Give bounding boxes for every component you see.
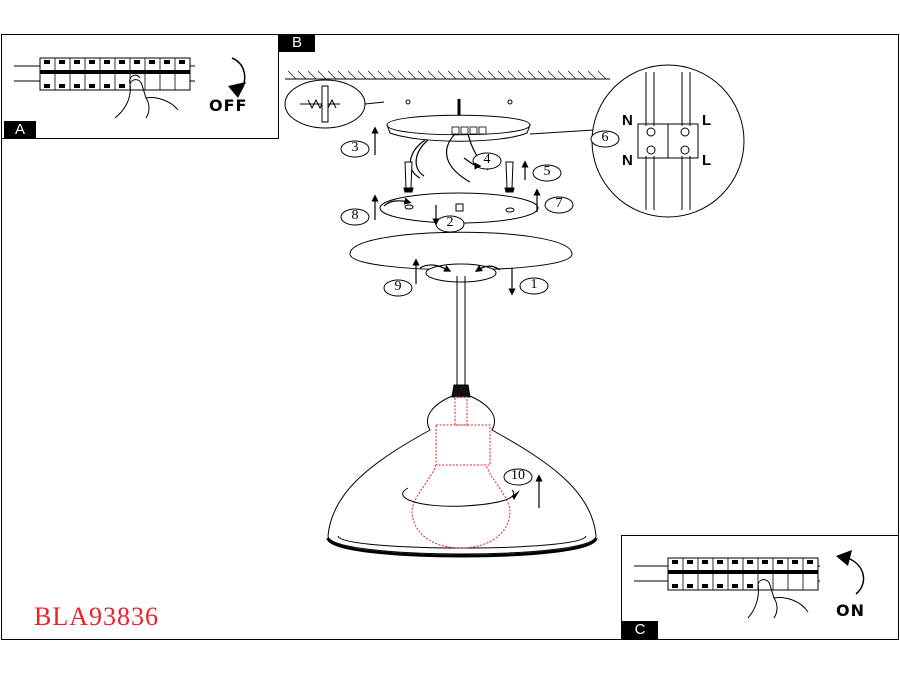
callout-6: 6 bbox=[601, 130, 609, 145]
off-label: OFF bbox=[209, 96, 248, 115]
on-rotate-arrow-icon bbox=[847, 557, 865, 595]
cord-grip bbox=[451, 384, 471, 398]
wire-label-l-bottom: L bbox=[702, 152, 712, 169]
bulb-rotate-head-icon bbox=[512, 490, 520, 500]
ceiling-hole bbox=[507, 99, 513, 105]
wire-label-n-top: N bbox=[622, 112, 633, 129]
bulb-assembly bbox=[411, 396, 511, 549]
mounting-plate bbox=[386, 114, 531, 142]
wiring-detail bbox=[529, 64, 745, 218]
ceiling-hole bbox=[405, 99, 411, 105]
ceiling-hatch bbox=[285, 70, 610, 80]
callout-2: 2 bbox=[446, 215, 454, 230]
panel-b-tag: B bbox=[279, 34, 315, 52]
terminal-block bbox=[451, 126, 487, 135]
panel-c-tag: C bbox=[622, 621, 658, 639]
panel-a-tag: A bbox=[4, 121, 36, 139]
on-arrowhead-icon bbox=[836, 550, 852, 566]
callout-4: 4 bbox=[483, 152, 491, 167]
direction-arrows bbox=[371, 126, 543, 508]
off-arrowhead-icon bbox=[228, 82, 246, 98]
wall-plug-detail bbox=[284, 79, 385, 129]
callout-8: 8 bbox=[351, 208, 359, 223]
model-number: BLA93836 bbox=[34, 602, 159, 631]
breaker-panel-a bbox=[14, 57, 195, 119]
screw bbox=[403, 161, 515, 193]
lamp-canopy bbox=[349, 231, 573, 283]
wire-label-n-bottom: N bbox=[622, 152, 633, 169]
callout-7: 7 bbox=[555, 196, 563, 211]
breaker-panel-c bbox=[634, 557, 820, 619]
glass-shade bbox=[326, 395, 598, 558]
callout-rings bbox=[340, 130, 620, 486]
callout-3: 3 bbox=[351, 140, 359, 155]
callout-10: 10 bbox=[511, 468, 525, 483]
wire-label-l-top: L bbox=[702, 112, 712, 129]
callout-5: 5 bbox=[543, 164, 551, 179]
on-label: ON bbox=[836, 601, 865, 620]
main-frame bbox=[1, 34, 899, 640]
callout-9: 9 bbox=[394, 279, 402, 294]
bracket-plate bbox=[379, 192, 539, 224]
bulb-rotate-arrow-icon bbox=[402, 487, 515, 507]
callout-1: 1 bbox=[530, 277, 538, 292]
